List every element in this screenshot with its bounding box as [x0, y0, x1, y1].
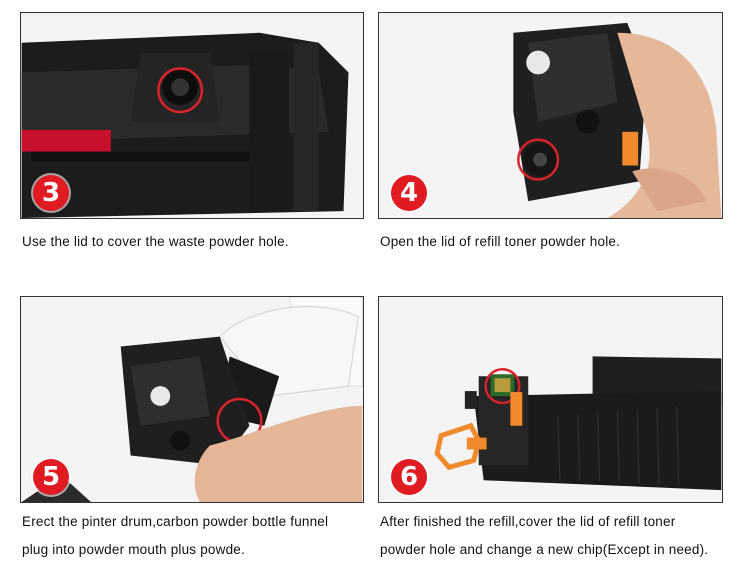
step-3-photo: 3 — [20, 12, 364, 219]
cartridge-with-new-chip-image — [379, 297, 722, 502]
step-3-caption: Use the lid to cover the waste powder ho… — [22, 228, 289, 256]
caption-line: Use the lid to cover the waste powder ho… — [22, 234, 289, 249]
caption-line: plug into powder mouth plus powde. — [22, 542, 245, 557]
step-number-badge: 6 — [391, 459, 427, 495]
caption-line: Open the lid of refill toner powder hole… — [380, 234, 621, 249]
highlight-circle — [517, 138, 560, 181]
caption-line: Erect the pinter drum,carbon powder bott… — [22, 514, 329, 529]
step-6-caption: After finished the refill,cover the lid … — [380, 508, 708, 564]
toner-cartridge-closeup-image — [21, 13, 363, 218]
refill-bottle-into-drum-image — [21, 297, 363, 502]
step-6-photo: 6 — [378, 296, 723, 503]
step-4-photo: 4 — [378, 12, 723, 219]
highlight-circle — [484, 368, 521, 405]
highlight-circle — [157, 67, 204, 114]
caption-line: After finished the refill,cover the lid … — [380, 514, 676, 529]
caption-line: powder hole and change a new chip(Except… — [380, 542, 709, 557]
step-number-badge: 4 — [391, 175, 427, 211]
hand-holding-drum-unit-image — [379, 13, 722, 218]
step-5-caption: Erect the pinter drum,carbon powder bott… — [22, 508, 328, 564]
step-5-photo: 5 — [20, 296, 364, 503]
step-4-caption: Open the lid of refill toner powder hole… — [380, 228, 620, 256]
step-number-badge: 5 — [33, 459, 69, 495]
step-number-badge: 3 — [33, 175, 69, 211]
